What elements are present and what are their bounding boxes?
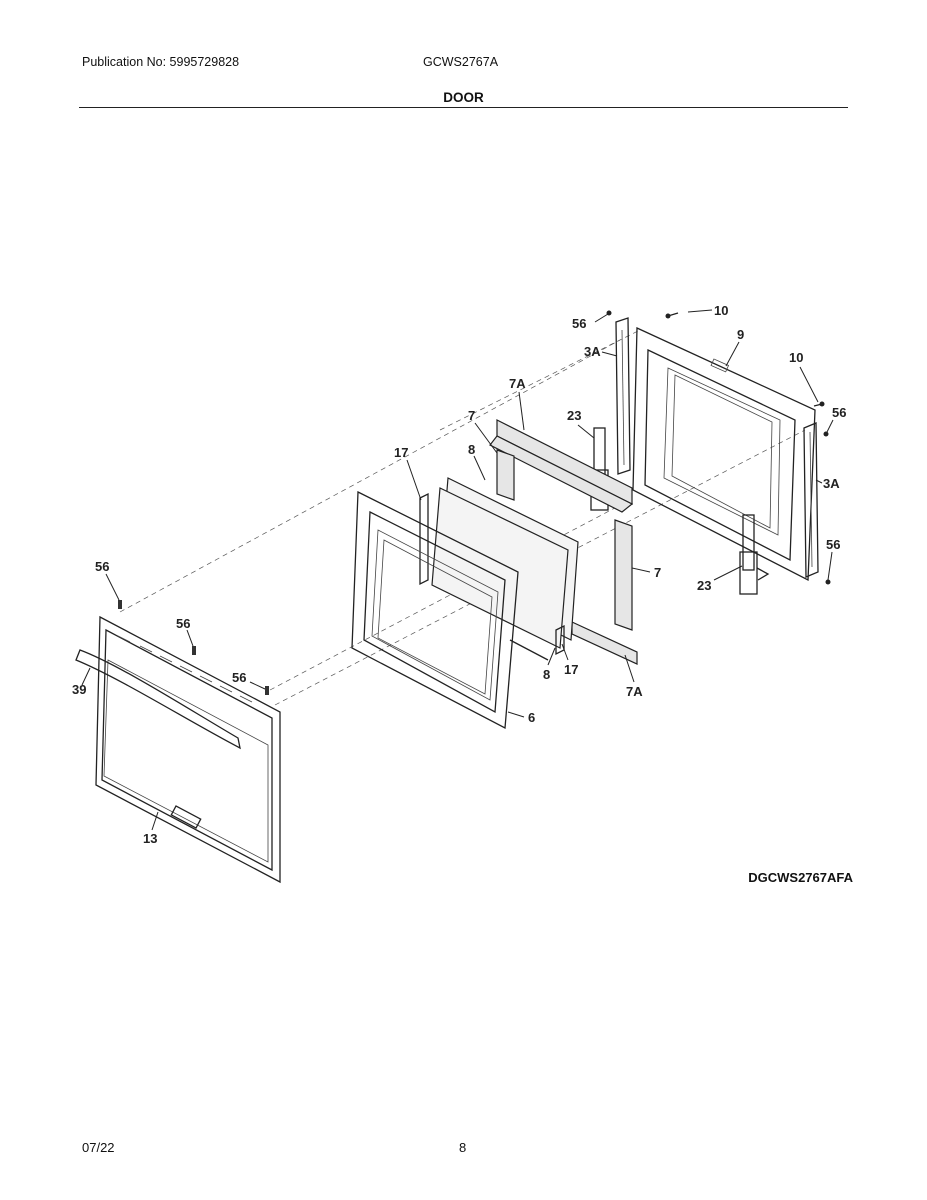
screw-10-icons (665, 312, 825, 407)
callout-label: 23 (697, 578, 711, 593)
diagram-code: DGCWS2767AFA (748, 870, 853, 885)
callout-label: 3A (584, 344, 601, 359)
callout-label: 13 (143, 831, 157, 846)
page-number: 8 (459, 1140, 467, 1155)
callout-label: 39 (72, 682, 86, 697)
callout-label: 56 (95, 559, 109, 574)
door-frame-6 (351, 490, 519, 730)
side-channel-right (803, 422, 819, 578)
callout-label: 23 (567, 408, 581, 423)
header-rule (79, 107, 848, 108)
callout-label: 7A (626, 684, 643, 699)
callout-label: 56 (176, 616, 190, 631)
insulation-7-left (496, 449, 515, 501)
callout-label: 8 (468, 442, 475, 457)
callout-label: 7A (509, 376, 526, 391)
insulation-7-right (614, 519, 633, 631)
callout-label: 7 (654, 565, 661, 580)
callout-label: 17 (394, 445, 408, 460)
callout-label: 56 (832, 405, 846, 420)
callout-label: 56 (572, 316, 586, 331)
callout-label: 9 (737, 327, 744, 342)
callout-label: 17 (564, 662, 578, 677)
callout-label: 8 (543, 667, 550, 682)
vent-slots (117, 635, 253, 703)
callout-label: 3A (823, 476, 840, 491)
handle-39 (75, 649, 241, 750)
outer-door-13 (95, 615, 281, 884)
publication-number: Publication No: 5995729828 (82, 55, 240, 69)
callout-label: 6 (528, 710, 535, 725)
inner-door-liner (632, 326, 816, 582)
model-number: GCWS2767A (423, 55, 499, 69)
footer-date: 07/22 (82, 1140, 115, 1155)
callout-label: 10 (714, 303, 728, 318)
callout-label: 56 (826, 537, 840, 552)
leader-lines (81, 309, 834, 831)
callout-label: 7 (468, 408, 475, 423)
callout-label: 10 (789, 350, 803, 365)
glass-panel-8 (431, 477, 579, 649)
callout-labels: 56 10 3A 9 10 7A 56 7 23 8 17 3A 56 56 7… (72, 303, 846, 846)
insulation-7a-top (489, 419, 634, 513)
callout-label: 56 (232, 670, 246, 685)
side-channel-left (615, 317, 631, 475)
section-title: DOOR (443, 90, 484, 105)
